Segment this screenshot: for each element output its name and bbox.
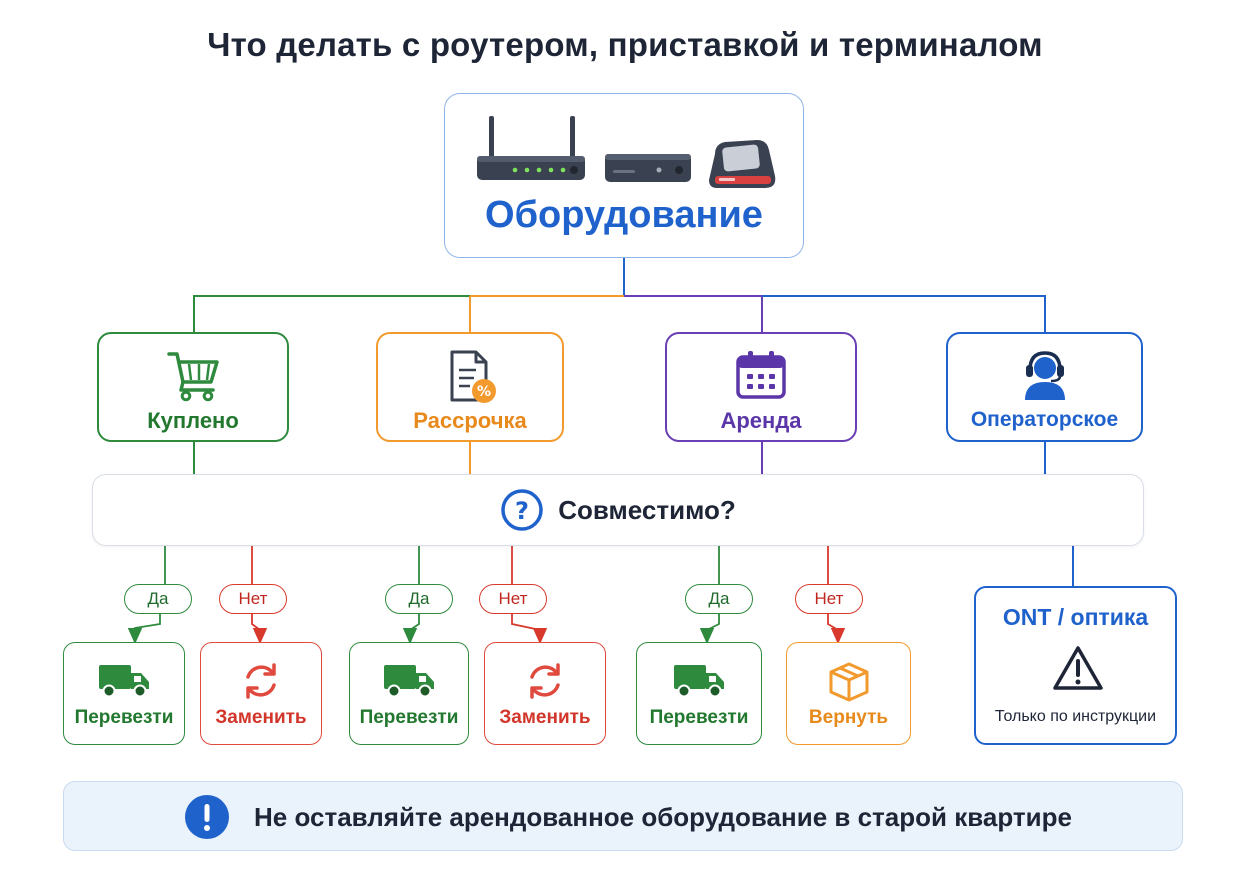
truck-icon: [384, 665, 434, 698]
result-label: Перевезти: [74, 707, 174, 728]
set-top-box-icon: [605, 154, 691, 182]
svg-text:?: ?: [515, 497, 529, 525]
result-replace: Заменить: [484, 642, 606, 745]
warning-icon: [1053, 646, 1103, 690]
shopping-cart-icon: [167, 352, 219, 402]
installment-document-icon: %: [450, 350, 496, 403]
category-label: Рассрочка: [413, 408, 527, 433]
warning-banner: Не оставляйте арендованное оборудование …: [63, 781, 1183, 851]
result-replace: Заменить: [200, 642, 322, 745]
router-icon: [477, 116, 585, 180]
category-label: Операторское: [970, 408, 1119, 431]
answer-no-pill: Нет: [479, 584, 547, 614]
category-rent: Аренда: [665, 332, 857, 442]
result-label: Заменить: [215, 707, 307, 728]
result-label: Заменить: [499, 707, 591, 728]
root-label: Оборудование: [485, 194, 763, 236]
svg-text:%: %: [477, 384, 491, 400]
category-installment: % Рассрочка: [376, 332, 564, 442]
result-move: Перевезти: [636, 642, 762, 745]
answer-yes-pill: Да: [124, 584, 192, 614]
replace-arrows-icon: [530, 663, 560, 699]
truck-icon: [99, 665, 149, 698]
replace-arrows-icon: [246, 663, 276, 699]
banner-text: Не оставляйте арендованное оборудование …: [254, 802, 1072, 832]
page-title: Что делать с роутером, приставкой и терм…: [207, 26, 1043, 63]
answer-no-pill: Нет: [219, 584, 287, 614]
exclamation-icon: [185, 795, 229, 839]
answer-yes-pill: Да: [685, 584, 753, 614]
ont-subtitle: Только по инструкции: [994, 708, 1157, 725]
payment-terminal-icon: [709, 140, 776, 188]
result-label: Перевезти: [359, 707, 459, 728]
result-return: Вернуть: [786, 642, 911, 745]
calendar-icon: [736, 351, 786, 399]
result-move: Перевезти: [63, 642, 185, 745]
ont-optics-node: ONT / оптика Только по инструкции: [974, 586, 1177, 745]
question-icon: ?: [501, 489, 543, 531]
answer-no-pill: Нет: [795, 584, 863, 614]
compatibility-label: Совместимо?: [558, 494, 736, 525]
operator-headset-icon: [1024, 351, 1065, 400]
result-label: Перевезти: [649, 707, 749, 728]
category-purchased: Куплено: [97, 332, 289, 442]
category-operator: Операторское: [946, 332, 1143, 442]
result-move: Перевезти: [349, 642, 469, 745]
category-label: Аренда: [720, 408, 802, 433]
category-label: Куплено: [147, 408, 239, 433]
ont-title: ONT / оптика: [1002, 604, 1149, 630]
answer-yes-pill: Да: [385, 584, 453, 614]
equipment-root-node: Оборудование: [444, 93, 804, 258]
box-icon: [829, 662, 868, 702]
compatibility-question: ? Совместимо?: [92, 474, 1144, 546]
truck-icon: [674, 665, 724, 698]
result-label: Вернуть: [808, 707, 889, 728]
